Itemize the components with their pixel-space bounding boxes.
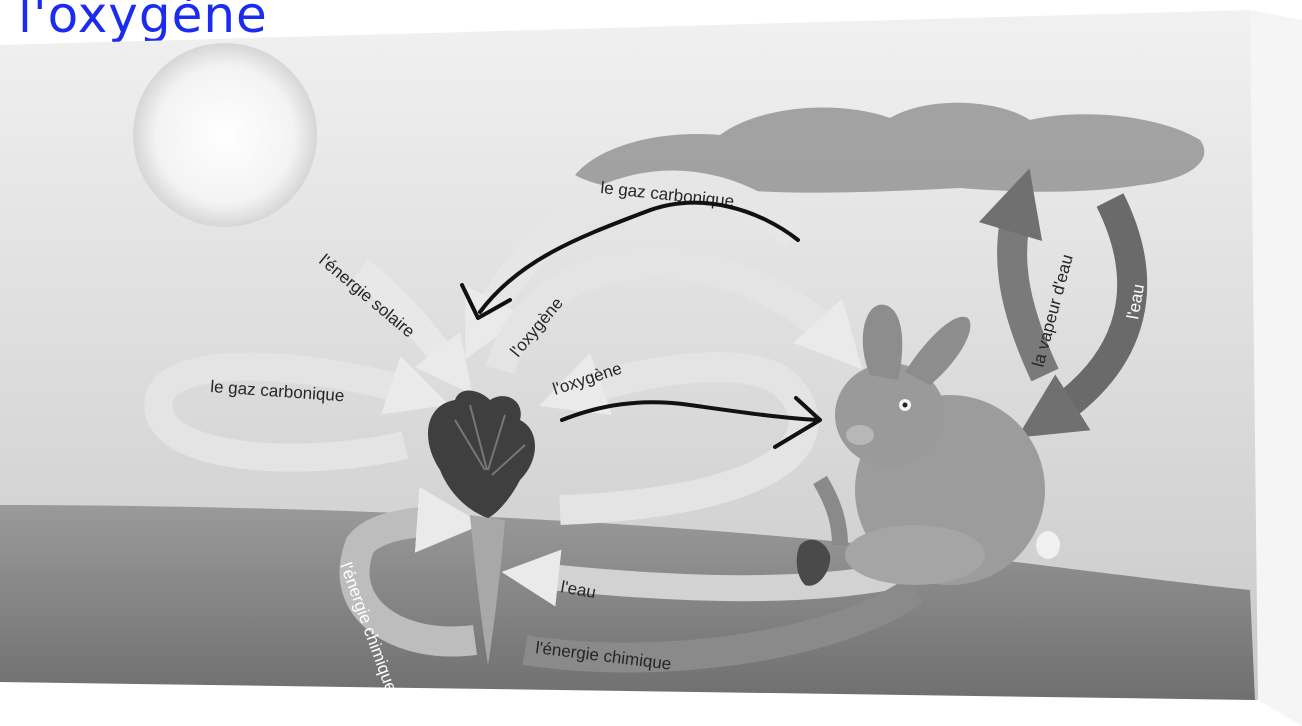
sun xyxy=(133,43,317,227)
rabbit-ear-left xyxy=(863,305,902,380)
page-edge-shadow xyxy=(1250,10,1302,726)
rabbit-tail xyxy=(1036,531,1060,559)
